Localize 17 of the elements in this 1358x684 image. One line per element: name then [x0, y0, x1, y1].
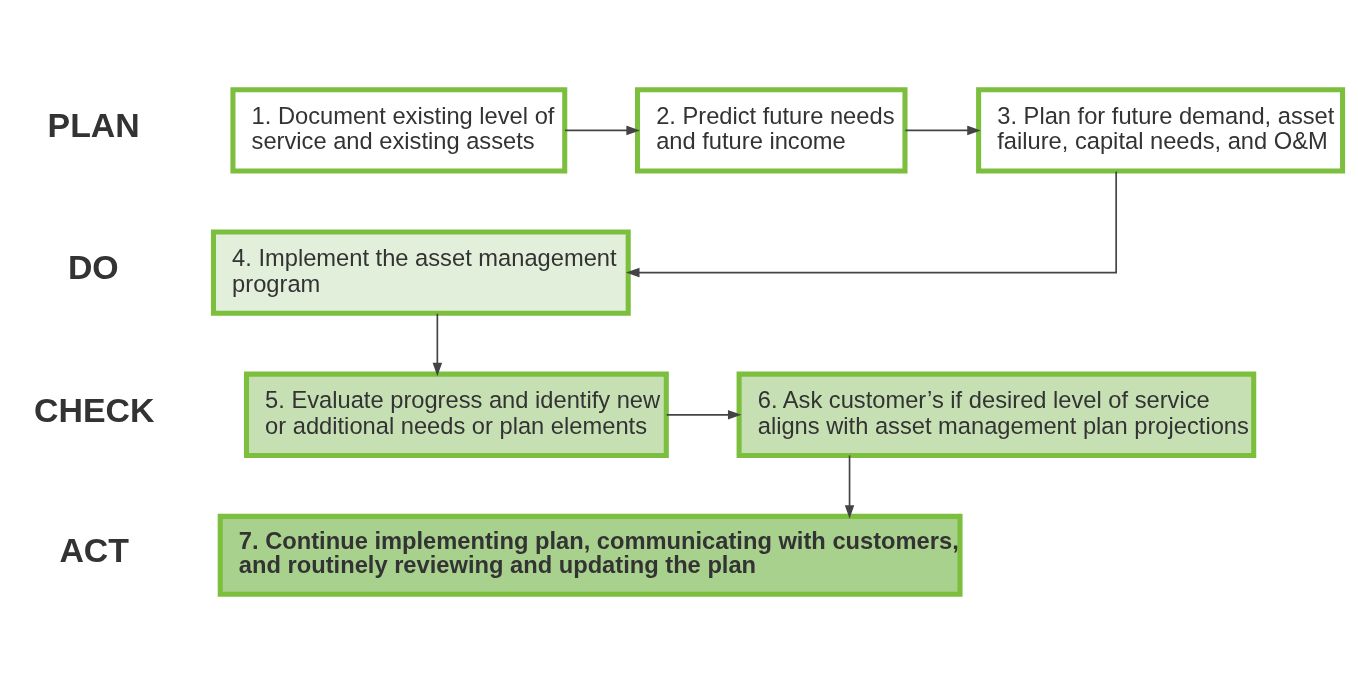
arrow: [432, 312, 443, 377]
arrow: [904, 125, 981, 136]
label: CHECK: [34, 390, 155, 429]
arrow: [844, 454, 855, 519]
node-box: 1. Document existing level of service and existing assets: [230, 87, 568, 174]
node-box: 2. Predict future needs and future income: [635, 87, 908, 174]
node-box: 6. Ask customer’s if desired level of service aligns with asset management plan projections: [736, 371, 1257, 458]
arrow: [665, 410, 742, 420]
node-box: 7. Continue implementing plan, communicating with customers, and routinely reviewing and updating the plan: [217, 513, 963, 597]
arrow: [564, 125, 640, 136]
node-box: 3. Plan for future demand, asset failure, capital needs, and O&M: [976, 87, 1346, 174]
arrow: [625, 170, 1117, 278]
label: PLAN: [47, 106, 140, 145]
node-box: 4. Implement the asset management program: [210, 229, 631, 316]
label: DO: [67, 248, 119, 287]
label: ACT: [59, 531, 129, 570]
node-box: 5. Evaluate progress and identify new or additional needs or plan elements: [243, 371, 669, 458]
